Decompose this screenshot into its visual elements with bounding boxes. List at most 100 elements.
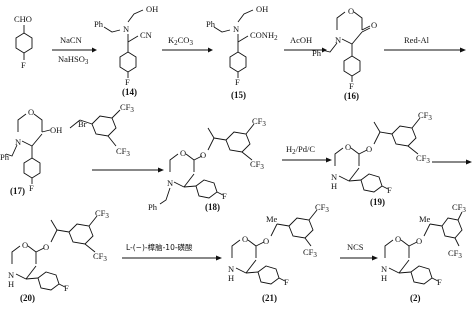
atom-h: H xyxy=(8,279,14,289)
atom-n: N xyxy=(123,24,129,34)
label-compound-17: (17) xyxy=(10,186,25,196)
atom-ph: Ph xyxy=(312,48,322,58)
atom-o: O xyxy=(366,144,372,154)
atom-oh: OH xyxy=(256,4,268,14)
atom-f: F xyxy=(64,283,69,293)
arrow-step-3: AcOH xyxy=(284,35,327,53)
atom-me: Me xyxy=(266,214,278,224)
atom-o: O xyxy=(22,240,28,250)
label-compound-21: (21) xyxy=(262,293,277,303)
reagent-ncs: NCS xyxy=(347,242,364,252)
atom-conh2: CONH2 xyxy=(250,30,278,42)
reagent-h2-pd-c: H2/Pd/C xyxy=(286,144,315,156)
arrow-step-6: H2/Pd/C xyxy=(282,144,332,163)
atom-o: O xyxy=(263,236,269,246)
reagent-camphorsulfonic-acid: L-(−)-樟脑-10-磺酸 xyxy=(126,242,193,252)
reagent-nahso3: NaHSO3 xyxy=(58,54,89,66)
atom-f: F xyxy=(29,183,34,193)
atom-n: N xyxy=(335,35,341,45)
reagent-nacn: NaCN xyxy=(60,35,82,45)
atom-n: N xyxy=(228,264,234,274)
arrow-step-8: L-(−)-樟脑-10-磺酸 xyxy=(122,242,222,261)
label-compound-18: (18) xyxy=(205,202,220,212)
atom-cf3: CF3 xyxy=(303,247,317,259)
atom-cf3: CF3 xyxy=(252,116,266,128)
atom-cf3: CF3 xyxy=(95,208,109,220)
atom-h: H xyxy=(228,273,234,283)
label-compound-16: (16) xyxy=(344,91,359,101)
atom-cf3: CF3 xyxy=(250,159,264,171)
atom-f: F xyxy=(349,81,354,91)
atom-o: O xyxy=(416,236,422,246)
compound-18: O O CF3 CF3 N Ph F (18) xyxy=(148,116,266,212)
compound-21: O O Me CF3 CF3 N H F (21) xyxy=(228,202,329,303)
compound-14: OH N Ph CN F (14) xyxy=(94,4,158,97)
atom-o: O xyxy=(180,148,186,158)
benzyl-bromide-reagent: Br CF3 CF3 xyxy=(69,102,134,158)
atom-cf3: CF3 xyxy=(315,202,329,214)
atom-cf3: CF3 xyxy=(93,251,107,263)
atom-cn: CN xyxy=(140,30,152,40)
atom-o: O xyxy=(348,6,354,16)
start-aldehyde: CHO F xyxy=(14,14,33,70)
atom-f: F xyxy=(21,60,26,70)
atom-f: F xyxy=(437,277,442,287)
atom-ph: Ph xyxy=(148,202,158,212)
atom-ph: Ph xyxy=(0,152,10,162)
atom-o: O xyxy=(28,107,34,117)
atom-cf3: CF3 xyxy=(418,110,432,122)
atom-ph: Ph xyxy=(206,19,216,29)
atom-o: O xyxy=(395,234,401,244)
atom-cf3: CF3 xyxy=(116,146,130,158)
arrow-step-7 xyxy=(432,159,472,165)
arrow-step-5 xyxy=(92,167,164,173)
atom-cf3: CF3 xyxy=(448,248,462,260)
atom-f: F xyxy=(222,191,227,201)
atom-f: F xyxy=(125,77,130,87)
atom-o: O xyxy=(371,20,377,30)
atom-me: Me xyxy=(419,214,431,224)
atom-f: F xyxy=(284,277,289,287)
compound-16: O O N Ph F (16) xyxy=(312,6,377,101)
label-compound-14: (14) xyxy=(122,87,137,97)
arrow-step-1: NaCN NaHSO3 xyxy=(52,35,97,66)
atom-o: O xyxy=(345,142,351,152)
atom-o: O xyxy=(43,242,49,252)
atom-cho: CHO xyxy=(14,14,32,24)
atom-n: N xyxy=(167,178,173,188)
compound-20: O O CF3 CF3 N H F (20) xyxy=(8,208,109,303)
atom-br: Br xyxy=(78,119,87,129)
label-compound-2: (2) xyxy=(410,293,421,303)
atom-cf3: CF3 xyxy=(452,202,466,214)
compound-17: O OH N Ph F (17) xyxy=(0,107,62,196)
atom-f: F xyxy=(387,185,392,195)
reagent-k2co3: K2CO3 xyxy=(168,35,193,47)
atom-n: N xyxy=(233,24,239,34)
arrow-step-9: NCS xyxy=(340,242,378,261)
compound-2: O O Me CF3 CF3 N H F (2) xyxy=(381,202,466,303)
compound-19: O O CF3 CF3 N H F (19) xyxy=(331,110,432,207)
atom-n: N xyxy=(331,172,337,182)
compound-15: OH N Ph CONH2 F (15) xyxy=(206,4,278,100)
atom-ph: Ph xyxy=(94,19,104,29)
arrow-step-4: Red-Al xyxy=(384,35,466,53)
atom-cf3: CF3 xyxy=(120,102,134,114)
atom-h: H xyxy=(331,181,337,191)
atom-n: N xyxy=(15,137,21,147)
atom-o: O xyxy=(242,234,248,244)
atom-n: N xyxy=(8,270,14,280)
atom-cf3: CF3 xyxy=(416,153,430,165)
reagent-red-al: Red-Al xyxy=(404,35,430,45)
atom-n: N xyxy=(381,264,387,274)
label-compound-19: (19) xyxy=(370,197,385,207)
atom-oh: OH xyxy=(146,4,158,14)
arrow-step-2: K2CO3 xyxy=(162,35,213,53)
atom-oh: OH xyxy=(50,125,62,135)
reagent-acoh: AcOH xyxy=(290,35,312,45)
label-compound-15: (15) xyxy=(231,90,246,100)
atom-o: O xyxy=(200,150,206,160)
atom-f: F xyxy=(235,77,240,87)
atom-h: H xyxy=(381,273,387,283)
label-compound-20: (20) xyxy=(20,293,35,303)
